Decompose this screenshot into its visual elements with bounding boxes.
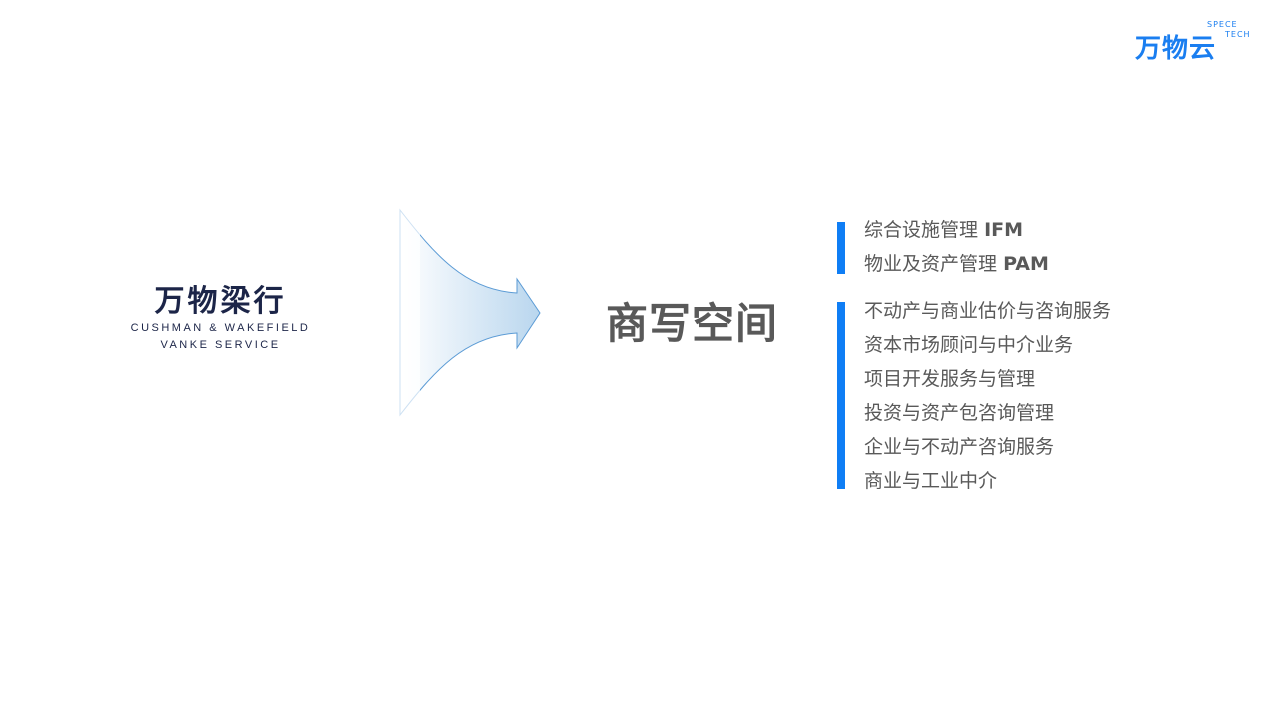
wanwuyun-logo: 万物云 SPECE TECH xyxy=(1135,20,1260,64)
accent-bar-1 xyxy=(837,222,845,274)
logo-tag-2: TECH xyxy=(1225,30,1251,39)
service-list-1: 综合设施管理 IFM 物业及资产管理 PAM xyxy=(864,213,1049,281)
partner-name-en-1: CUSHMAN & WAKEFIELD xyxy=(130,322,311,334)
list-item: 综合设施管理 IFM xyxy=(864,213,1049,247)
page-title: 商写空间 xyxy=(606,299,779,348)
list-item: 项目开发服务与管理 xyxy=(864,368,1036,390)
partner-name-en-2: VANKE SERVICE xyxy=(160,339,281,351)
list-item: 投资与资产包咨询管理 xyxy=(864,402,1055,424)
item-abbr: PAM xyxy=(1003,253,1049,275)
list-item: 不动产与商业估价与咨询服务 xyxy=(864,300,1112,322)
partner-name-cn: 万物梁行 xyxy=(154,284,287,319)
item-abbr: IFM xyxy=(984,219,1024,241)
accent-bar-2 xyxy=(837,302,845,489)
arrow-icon xyxy=(395,205,541,420)
cushman-wakefield-logo: 万物梁行 CUSHMAN & WAKEFIELD VANKE SERVICE xyxy=(128,284,313,354)
service-list-2: 不动产与商业估价与咨询服务 资本市场顾问与中介业务 项目开发服务与管理 投资与资… xyxy=(864,294,1111,498)
list-item: 物业及资产管理 PAM xyxy=(864,247,1049,281)
logo-tag-1: SPECE xyxy=(1207,20,1238,29)
item-label: 物业及资产管理 xyxy=(864,253,998,275)
logo-text: 万物云 xyxy=(1135,34,1217,64)
list-item: 资本市场顾问与中介业务 xyxy=(864,334,1074,356)
item-label: 综合设施管理 xyxy=(864,219,979,241)
list-item: 商业与工业中介 xyxy=(864,470,998,492)
list-item: 企业与不动产咨询服务 xyxy=(864,436,1055,458)
